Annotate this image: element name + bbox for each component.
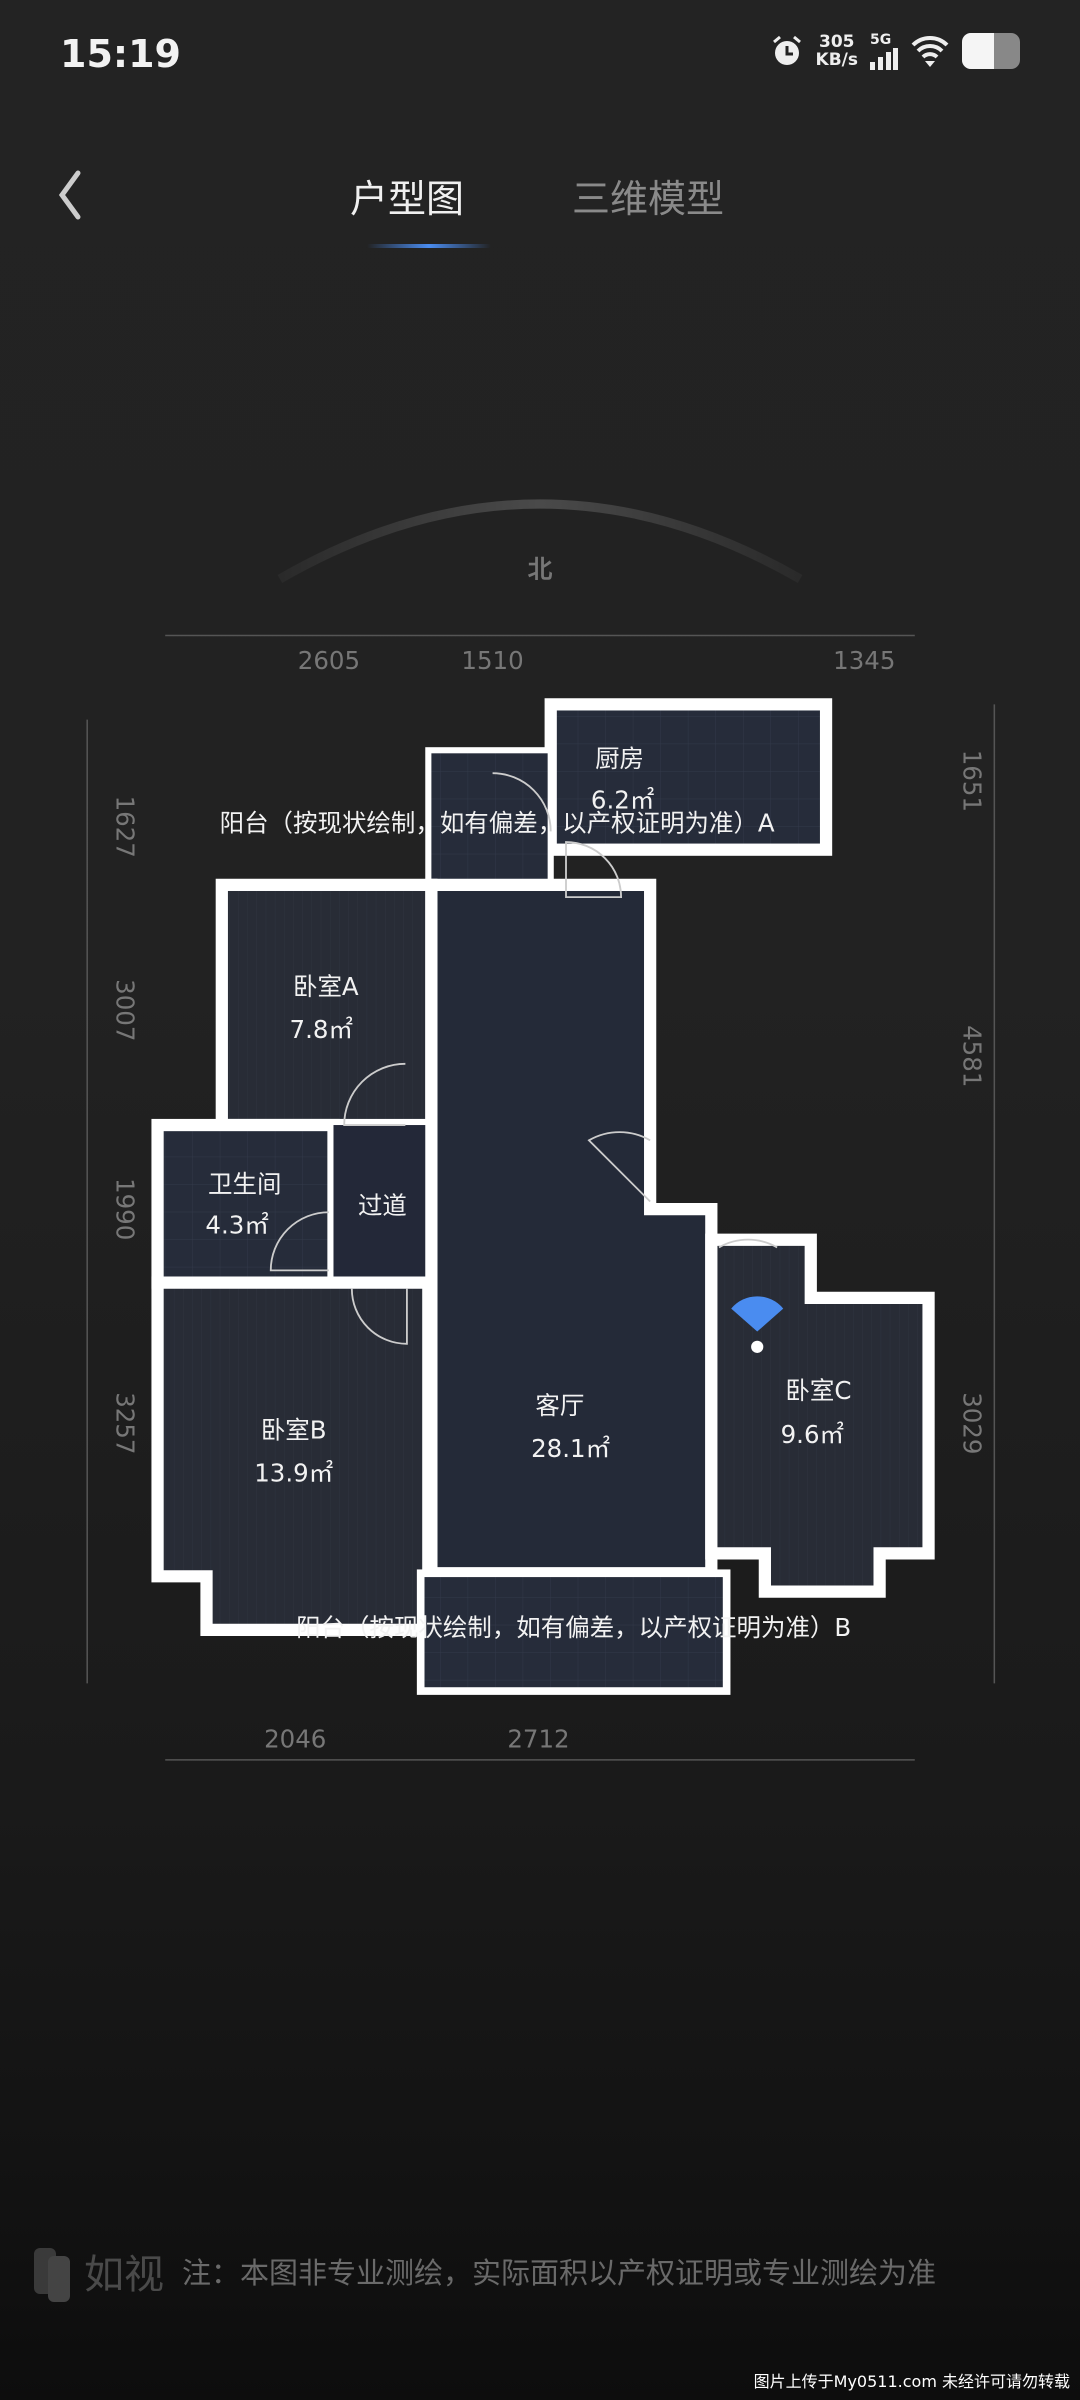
signal-icon <box>870 48 898 70</box>
dimension-lines <box>86 634 996 1761</box>
bathroom-area: 4.3㎡ <box>205 1211 268 1240</box>
compass-arc <box>277 499 803 583</box>
kitchen-name: 厨房 <box>595 744 644 773</box>
camera-viewpoint-icon[interactable] <box>731 1296 784 1332</box>
room-balcony-b[interactable] <box>416 1569 731 1695</box>
living-name: 客厅 <box>535 1391 584 1420</box>
dim-top-1: 2605 <box>298 646 360 675</box>
dim-left-4: 3257 <box>110 1392 139 1454</box>
status-time: 15:19 <box>60 32 181 76</box>
room-bedroom-a[interactable] <box>215 878 438 1132</box>
signal: 5G <box>870 32 898 70</box>
room-bedroom-b[interactable] <box>151 1276 435 1636</box>
bedroom-b-area: 13.9㎡ <box>254 1458 333 1487</box>
bedroom-c-name: 卧室C <box>785 1376 851 1405</box>
room-corridor[interactable] <box>333 1125 432 1283</box>
dim-left-3: 1990 <box>110 1178 139 1240</box>
footer: 如视 注：本图非专业测绘，实际面积以产权证明或专业测绘为准 <box>34 2240 936 2302</box>
wifi-icon <box>911 35 949 67</box>
dim-bottom-2: 2712 <box>507 1725 569 1754</box>
corridor-name: 过道 <box>358 1191 407 1220</box>
active-tab-indicator <box>367 244 491 248</box>
battery-icon <box>962 33 1020 69</box>
bathroom-name: 卫生间 <box>208 1169 281 1198</box>
speed-value: 305 <box>819 32 855 52</box>
room-living[interactable] <box>425 878 718 1580</box>
back-chevron-icon[interactable] <box>50 165 90 225</box>
logo-text: 如视 <box>84 2252 164 2298</box>
camera-dot-icon <box>751 1340 764 1353</box>
dim-top-3: 1345 <box>833 646 895 675</box>
room-kitchen[interactable] <box>544 698 833 856</box>
watermark: 图片上传于My0511.com 未经许可请勿转载 <box>753 2372 1070 2391</box>
tab-floor-plan[interactable]: 户型图 <box>350 177 465 221</box>
dim-right-3: 3029 <box>958 1392 987 1454</box>
dim-right-1: 1651 <box>958 750 987 812</box>
doors <box>269 772 778 1345</box>
logo: 如视 <box>34 2240 164 2302</box>
balcony-b-label: 阳台（按现状绘制，如有偏差，以产权证明为准）B <box>296 1613 851 1642</box>
dim-left-2: 3007 <box>110 979 139 1041</box>
logo-mark-icon <box>34 2248 70 2302</box>
kitchen-area: 6.2㎡ <box>591 785 654 814</box>
speed-unit: KB/s <box>815 50 858 70</box>
room-bathroom[interactable] <box>151 1118 340 1289</box>
living-area: 28.1㎡ <box>531 1434 610 1463</box>
bedroom-a-name: 卧室A <box>293 972 359 1001</box>
bedroom-c-area: 9.6㎡ <box>781 1420 844 1449</box>
room-bedroom-c[interactable] <box>705 1233 935 1598</box>
compass-north: 北 <box>528 554 553 583</box>
room-balcony-a[interactable] <box>425 747 554 888</box>
balcony-a-label: 阳台（按现状绘制，如有偏差，以产权证明为准）A <box>220 808 775 837</box>
tab-3d-model[interactable]: 三维模型 <box>572 177 725 221</box>
dim-left-1: 1627 <box>110 796 139 858</box>
network-type: 5G <box>870 32 892 48</box>
dim-right-2: 4581 <box>958 1025 987 1087</box>
dim-bottom-1: 2046 <box>264 1725 326 1754</box>
alarm-icon <box>772 35 801 65</box>
bedroom-a-area: 7.8㎡ <box>290 1015 353 1044</box>
bedroom-b-name: 卧室B <box>261 1416 327 1445</box>
dim-top-2: 1510 <box>461 646 523 675</box>
disclaimer-note: 注：本图非专业测绘，实际面积以产权证明或专业测绘为准 <box>182 2256 937 2290</box>
